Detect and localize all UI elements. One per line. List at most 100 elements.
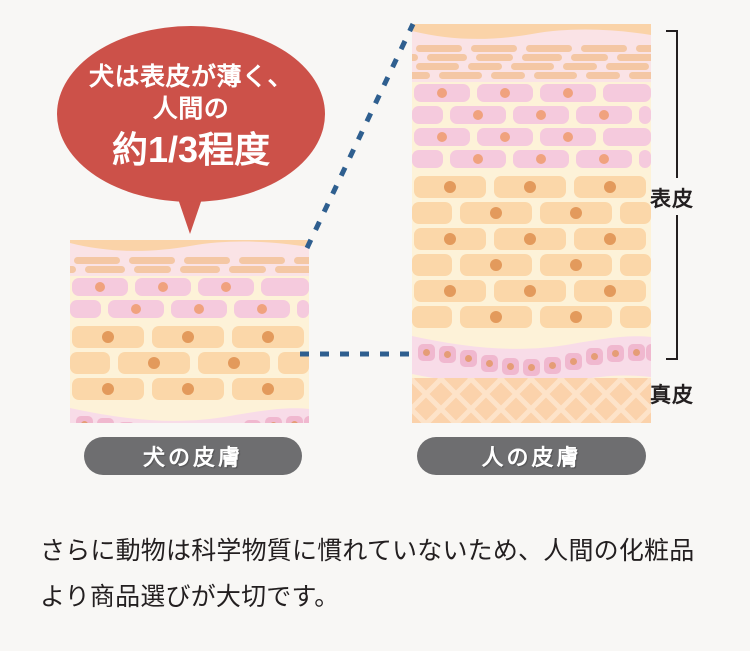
flat-cell (229, 266, 266, 273)
cell-nucleus (570, 311, 582, 323)
label-dermis: 真皮 (650, 384, 694, 407)
cell-nucleus (500, 88, 510, 98)
cell-nucleus (604, 285, 616, 297)
flat-cell (471, 45, 517, 52)
flat-cell (511, 63, 554, 70)
skin-cell (603, 128, 651, 146)
skin-cell (412, 106, 443, 124)
cell-nucleus (221, 282, 231, 292)
flat-cell (476, 54, 513, 61)
cell-nucleus (465, 355, 472, 362)
cell-row (412, 150, 651, 168)
body-copy-text: さらに動物は科学物質に慣れていないため、人間の化粧品より商品選びが大切です。 (40, 537, 695, 612)
skin-cell (414, 176, 486, 198)
skin-cell (70, 300, 101, 318)
skin-cell (477, 84, 533, 102)
cell-nucleus (599, 154, 609, 164)
flat-cell-row (412, 71, 651, 80)
flat-cell (70, 266, 76, 273)
skin-cell (450, 150, 506, 168)
cell-row (412, 106, 651, 124)
skin-cell (494, 280, 566, 302)
flat-cell-row (412, 62, 651, 71)
flat-cell (617, 54, 651, 61)
cell-nucleus (95, 282, 105, 292)
skin-layer-basal (412, 334, 651, 378)
flat-cell (526, 45, 572, 52)
flat-cell (586, 72, 620, 79)
cell-nucleus (563, 88, 573, 98)
flat-cell (294, 257, 309, 264)
flat-cell (491, 72, 525, 79)
cell-nucleus (270, 422, 277, 423)
skin-layer-stratum-corneum-flat-cells (412, 42, 651, 82)
cell-nucleus (228, 357, 240, 369)
flat-cell (275, 266, 309, 273)
cell-nucleus (528, 364, 535, 371)
skin-cell (414, 228, 486, 250)
skin-cell (171, 300, 227, 318)
skin-cell (412, 150, 443, 168)
cell-nucleus (570, 259, 582, 271)
cell-nucleus (524, 285, 536, 297)
cell-nucleus (490, 207, 502, 219)
cell-nucleus (81, 421, 88, 423)
skin-cell (494, 228, 566, 250)
skin-cell (232, 378, 304, 400)
flat-cell (416, 63, 459, 70)
skin-cell (198, 352, 270, 374)
cell-row (70, 326, 309, 348)
cell-nucleus (473, 110, 483, 120)
flat-cell (74, 257, 120, 264)
cell-nucleus (437, 132, 447, 142)
skin-cell (414, 128, 470, 146)
basal-cell (439, 346, 456, 363)
skin-layer-stratum-corneum-surface (412, 24, 651, 43)
basal-cell (286, 416, 303, 423)
caption-pill-dog-skin: 犬の皮膚 (84, 437, 302, 475)
cell-nucleus (490, 311, 502, 323)
cell-nucleus (291, 421, 298, 423)
cell-nucleus (549, 362, 556, 369)
skin-cell (494, 176, 566, 198)
cell-row (412, 202, 651, 224)
cell-nucleus (507, 363, 514, 370)
flat-cell-row (412, 44, 651, 53)
cell-nucleus (102, 383, 114, 395)
cell-nucleus (591, 353, 598, 360)
skin-cell (540, 202, 612, 224)
cell-nucleus (604, 233, 616, 245)
skin-cell (513, 106, 569, 124)
cell-nucleus (194, 304, 204, 314)
skin-layer-stratum-corneum-surface (70, 240, 309, 255)
callout-line-2: 人間の (152, 94, 230, 123)
connector-horizontal-dashed-line (300, 351, 417, 357)
skin-cell (460, 306, 532, 328)
cell-nucleus (423, 349, 430, 356)
cell-nucleus (444, 181, 456, 193)
basal-cell (304, 416, 309, 423)
skin-cell (412, 254, 452, 276)
skin-cell (234, 300, 290, 318)
skin-cell (118, 352, 190, 374)
flat-cell-row (70, 265, 309, 274)
skin-cell (603, 84, 651, 102)
skin-cell (412, 202, 452, 224)
cell-nucleus (444, 285, 456, 297)
skin-cell (460, 254, 532, 276)
basal-cell (481, 355, 498, 372)
skin-cell (540, 128, 596, 146)
flat-cell (412, 72, 430, 79)
basal-cell (460, 350, 477, 367)
flat-cell (180, 266, 220, 273)
basal-cell (646, 344, 651, 361)
skin-cell (540, 84, 596, 102)
cell-nucleus (599, 110, 609, 120)
skin-layer-spinous-peach-cells (70, 324, 309, 406)
skin-cell (477, 128, 533, 146)
skin-cell (70, 352, 110, 374)
epidermis-dermis-bracket (666, 30, 678, 360)
cell-row (412, 280, 651, 302)
cell-nucleus (633, 349, 640, 356)
